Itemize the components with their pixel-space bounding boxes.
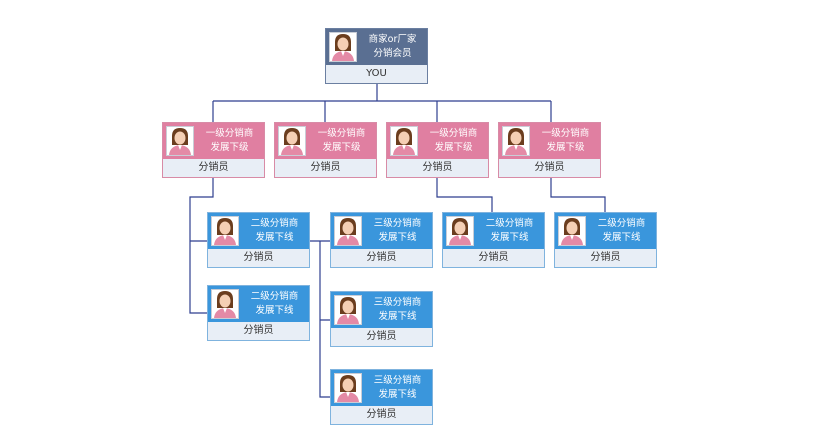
- person-avatar-icon: [329, 32, 357, 62]
- connector-root-level1: [212, 84, 552, 122]
- card-title: 一级分销商 发展下级: [533, 127, 598, 155]
- level3-card[interactable]: 三级分销商 发展下线 分销员: [330, 291, 433, 347]
- card-footer-label: 分销员: [499, 159, 600, 177]
- card-title: 二级分销商 发展下线: [477, 217, 542, 245]
- person-avatar-icon: [334, 295, 362, 325]
- person-avatar-icon: [166, 126, 194, 156]
- level1-card[interactable]: 一级分销商 发展下级 分销员: [274, 122, 377, 178]
- person-avatar-icon: [502, 126, 530, 156]
- level1-card[interactable]: 一级分销商 发展下级 分销员: [386, 122, 489, 178]
- card-title: 三级分销商 发展下线: [365, 217, 430, 245]
- card-title: 三级分销商 发展下线: [365, 374, 430, 402]
- card-title-line2: 发展下线: [255, 232, 294, 243]
- card-title-line2: 发展下线: [602, 232, 641, 243]
- card-title: 商家or厂家 分销会员: [360, 33, 425, 61]
- card-header: 一级分销商 发展下级: [163, 123, 264, 159]
- card-header: 三级分销商 发展下线: [331, 370, 432, 406]
- card-footer-label: 分销员: [208, 322, 309, 340]
- card-title-line2: 分销会员: [373, 48, 412, 59]
- card-title-line1: 一级分销商: [317, 128, 366, 139]
- card-title: 二级分销商 发展下线: [242, 290, 307, 318]
- card-title: 三级分销商 发展下线: [365, 296, 430, 324]
- connector-l1a-l2: [189, 178, 214, 314]
- card-title-line2: 发展下线: [490, 232, 529, 243]
- card-header: 三级分销商 发展下线: [331, 292, 432, 328]
- card-title: 二级分销商 发展下线: [242, 217, 307, 245]
- card-footer-label: 分销员: [163, 159, 264, 177]
- card-footer-label: 分销员: [208, 249, 309, 267]
- card-title: 一级分销商 发展下级: [197, 127, 262, 155]
- person-avatar-icon: [278, 126, 306, 156]
- card-title-line1: 二级分销商: [485, 218, 534, 229]
- card-footer-label: 分销员: [387, 159, 488, 177]
- card-header: 二级分销商 发展下线: [208, 213, 309, 249]
- card-title-line2: 发展下级: [546, 142, 585, 153]
- card-title-line2: 发展下线: [255, 305, 294, 316]
- card-header: 商家or厂家 分销会员: [326, 29, 427, 65]
- card-header: 一级分销商 发展下级: [387, 123, 488, 159]
- person-avatar-icon: [211, 216, 239, 246]
- card-title-line1: 三级分销商: [373, 375, 422, 386]
- card-footer-label: 分销员: [331, 328, 432, 346]
- card-header: 二级分销商 发展下线: [208, 286, 309, 322]
- card-title-line2: 发展下线: [378, 389, 417, 400]
- level3-card[interactable]: 三级分销商 发展下线 分销员: [330, 369, 433, 425]
- card-header: 一级分销商 发展下级: [275, 123, 376, 159]
- card-header: 二级分销商 发展下线: [555, 213, 656, 249]
- level2-card[interactable]: 二级分销商 发展下线 分销员: [554, 212, 657, 268]
- card-footer-label: 分销员: [443, 249, 544, 267]
- connector-l1d-l2: [550, 178, 606, 212]
- card-title-line1: 三级分销商: [373, 218, 422, 229]
- card-header: 二级分销商 发展下线: [443, 213, 544, 249]
- card-title-line2: 发展下线: [378, 232, 417, 243]
- person-avatar-icon: [334, 373, 362, 403]
- person-avatar-icon: [334, 216, 362, 246]
- card-footer-label: YOU: [326, 65, 427, 83]
- card-title-line1: 一级分销商: [205, 128, 254, 139]
- card-title-line1: 三级分销商: [373, 297, 422, 308]
- level2-card[interactable]: 二级分销商 发展下线 分销员: [442, 212, 545, 268]
- card-title-line2: 发展下级: [322, 142, 361, 153]
- card-title-line1: 一级分销商: [429, 128, 478, 139]
- card-title-line2: 发展下线: [378, 311, 417, 322]
- card-title-line2: 发展下级: [434, 142, 473, 153]
- card-title-line1: 二级分销商: [597, 218, 646, 229]
- level1-card[interactable]: 一级分销商 发展下级 分销员: [162, 122, 265, 178]
- connector-l2-l3: [310, 240, 330, 398]
- person-avatar-icon: [390, 126, 418, 156]
- card-title-line1: 二级分销商: [250, 291, 299, 302]
- card-title-line2: 发展下级: [210, 142, 249, 153]
- level2-card[interactable]: 二级分销商 发展下线 分销员: [207, 212, 310, 268]
- level1-card[interactable]: 一级分销商 发展下级 分销员: [498, 122, 601, 178]
- card-header: 三级分销商 发展下线: [331, 213, 432, 249]
- card-footer-label: 分销员: [555, 249, 656, 267]
- person-avatar-icon: [446, 216, 474, 246]
- level3-card[interactable]: 三级分销商 发展下线 分销员: [330, 212, 433, 268]
- card-footer-label: 分销员: [275, 159, 376, 177]
- card-header: 一级分销商 发展下级: [499, 123, 600, 159]
- card-title: 一级分销商 发展下级: [309, 127, 374, 155]
- card-title-line1: 商家or厂家: [368, 34, 417, 45]
- connector-l1c-l2: [436, 178, 493, 212]
- card-title: 二级分销商 发展下线: [589, 217, 654, 245]
- card-title-line1: 二级分销商: [250, 218, 299, 229]
- root-card[interactable]: 商家or厂家 分销会员 YOU: [325, 28, 428, 84]
- person-avatar-icon: [558, 216, 586, 246]
- card-title: 一级分销商 发展下级: [421, 127, 486, 155]
- person-avatar-icon: [211, 289, 239, 319]
- card-footer-label: 分销员: [331, 249, 432, 267]
- level2-card[interactable]: 二级分销商 发展下线 分销员: [207, 285, 310, 341]
- card-title-line1: 一级分销商: [541, 128, 590, 139]
- card-footer-label: 分销员: [331, 406, 432, 424]
